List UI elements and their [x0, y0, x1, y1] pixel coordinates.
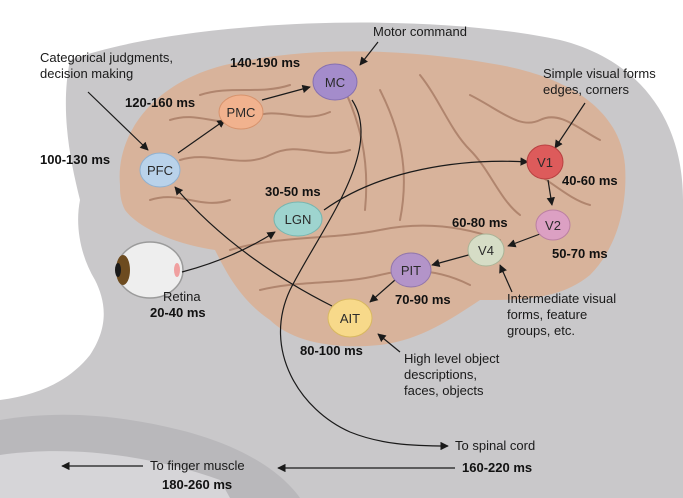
time-v4: 60-80 ms — [452, 215, 508, 230]
time-finger: 180-260 ms — [162, 477, 233, 492]
label-motor-command: Motor command — [373, 24, 467, 39]
arrow-retina-to-lgn — [181, 231, 276, 273]
arrow-lgn-to-v1 — [323, 157, 529, 211]
node-pit-label: PIT — [401, 263, 421, 278]
time-v1: 40-60 ms — [562, 173, 618, 188]
label-intermediate-line2: forms, feature — [507, 307, 588, 322]
node-v4-label: V4 — [478, 243, 494, 258]
label-simple-line2: edges, corners — [543, 82, 629, 97]
label-high-line3: faces, objects — [404, 383, 484, 398]
time-retina: 20-40 ms — [150, 305, 206, 320]
node-pit: PIT — [390, 252, 432, 288]
node-pfc: PFC — [139, 152, 181, 188]
label-high-line2: descriptions, — [404, 367, 477, 382]
node-v1-label: V1 — [537, 155, 553, 170]
arrow-pfc-to-pmc — [177, 119, 226, 154]
node-pmc-label: PMC — [227, 105, 256, 120]
arrow-simple-to-v1 — [554, 102, 586, 149]
time-ait: 80-100 ms — [300, 343, 363, 358]
arrow-motor-to-mc — [359, 41, 379, 66]
label-intermediate-line3: groups, etc. — [507, 323, 575, 338]
arrow-v1-to-v2 — [546, 179, 555, 206]
eye — [115, 241, 184, 299]
node-v2: V2 — [535, 209, 571, 241]
neck-shadow — [0, 451, 230, 498]
arrow-high-to-ait — [377, 333, 401, 353]
arrow-pit-to-ait — [369, 279, 396, 303]
arrow-pmc-to-mc — [261, 84, 311, 101]
node-v1: V1 — [526, 144, 564, 180]
node-ait-label: AIT — [340, 311, 360, 326]
arrow-categorical-to-pfc — [87, 91, 149, 151]
arrow-v2-to-v4 — [507, 233, 541, 248]
arrow-ait-to-pfc — [174, 186, 333, 307]
node-pmc: PMC — [218, 94, 264, 130]
label-spinal-cord: To spinal cord — [455, 438, 536, 453]
time-spinal: 160-220 ms — [462, 460, 533, 475]
label-intermediate-line1: Intermediate visual — [507, 291, 617, 306]
node-mc: MC — [312, 63, 358, 101]
time-lgn: 30-50 ms — [265, 184, 321, 199]
node-mc-label: MC — [325, 75, 345, 90]
label-retina: Retina — [163, 289, 201, 304]
time-pmc: 120-160 ms — [125, 95, 196, 110]
time-pfc: 100-130 ms — [40, 152, 111, 167]
node-lgn-label: LGN — [285, 212, 312, 227]
label-categorical-line2: decision making — [40, 66, 134, 81]
time-v2: 50-70 ms — [552, 246, 608, 261]
node-ait: AIT — [327, 298, 373, 338]
label-categorical-line1: Categorical judgments, — [40, 50, 173, 65]
arrow-intermediate-to-v4 — [499, 264, 513, 293]
node-v2-label: V2 — [545, 218, 561, 233]
node-lgn: LGN — [273, 201, 323, 237]
arrow-v4-to-pit — [431, 253, 473, 268]
label-simple-line1: Simple visual forms — [543, 66, 656, 81]
time-pit: 70-90 ms — [395, 292, 451, 307]
label-high-line1: High level object — [404, 351, 500, 366]
label-finger-muscle: To finger muscle — [150, 458, 245, 473]
arrow-mc-to-spinal — [279, 99, 449, 451]
node-pfc-label: PFC — [147, 163, 173, 178]
time-mc: 140-190 ms — [230, 55, 301, 70]
node-v4: V4 — [467, 233, 505, 267]
